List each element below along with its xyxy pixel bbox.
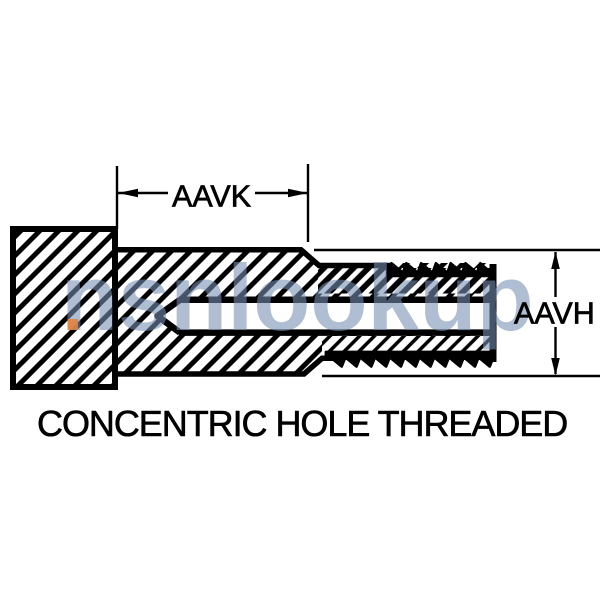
svg-text:nsnlookup: nsnlookup [61,245,534,350]
svg-text:AAVH: AAVH [514,297,595,331]
svg-text:AAVK: AAVK [172,180,251,214]
svg-text:CONCENTRIC HOLE THREADED: CONCENTRIC HOLE THREADED [37,403,567,444]
